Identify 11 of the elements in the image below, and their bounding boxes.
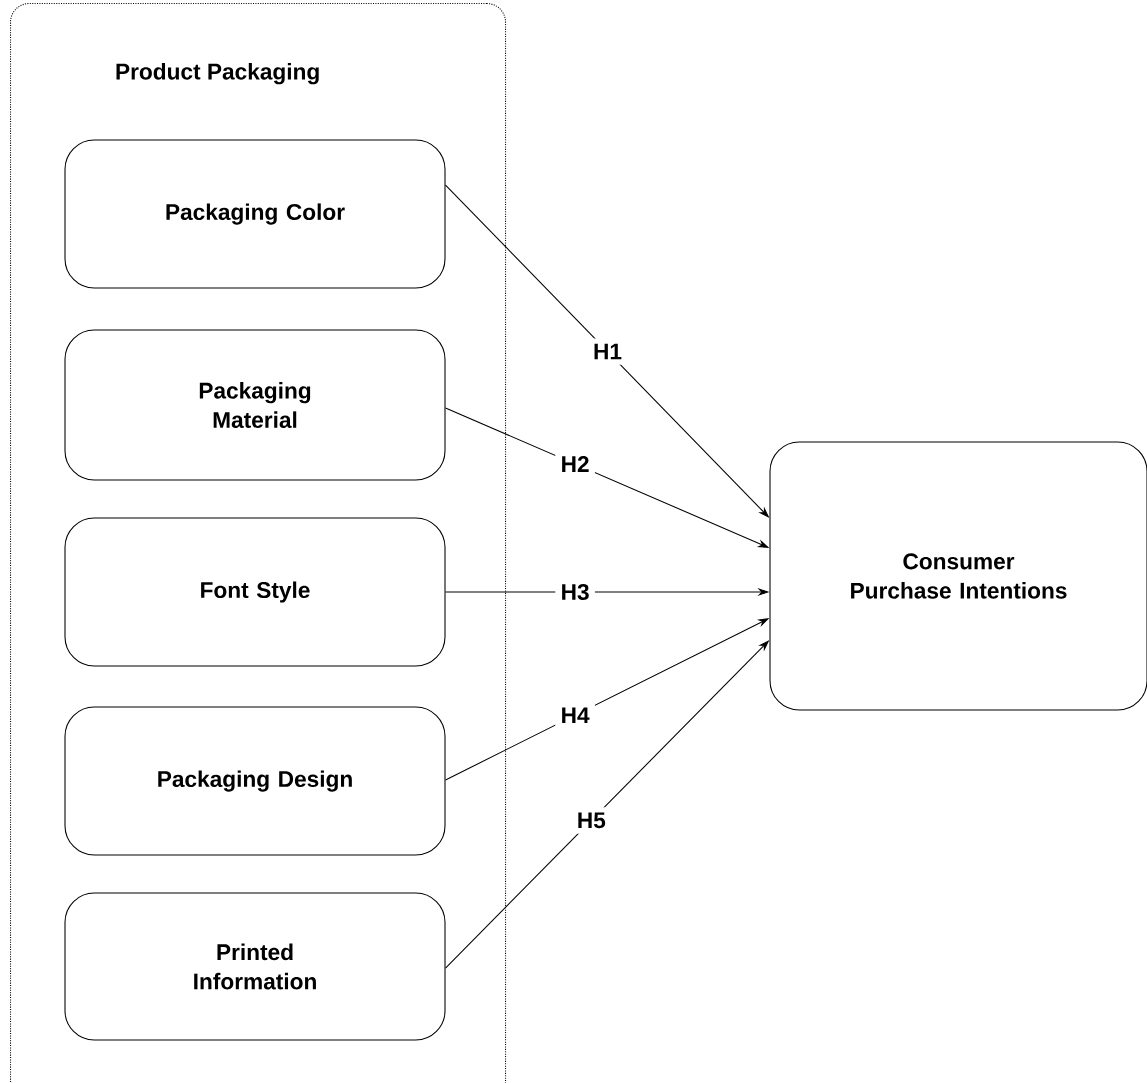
edge-label: H5 [571,807,612,834]
rounded-box: Packaging Material [64,329,446,481]
rounded-box: Printed Information [64,892,446,1041]
edge-label: H2 [555,450,595,478]
rounded-box: Packaging Design [64,706,446,856]
rounded-box: Font Style [64,517,446,667]
rounded-box: Packaging Color [64,139,446,289]
edge-label: H4 [555,702,595,729]
rounded-box: Consumer Purchase Intentions [769,441,1147,711]
edge-label: H1 [587,338,628,365]
edge-label: H3 [555,578,595,606]
